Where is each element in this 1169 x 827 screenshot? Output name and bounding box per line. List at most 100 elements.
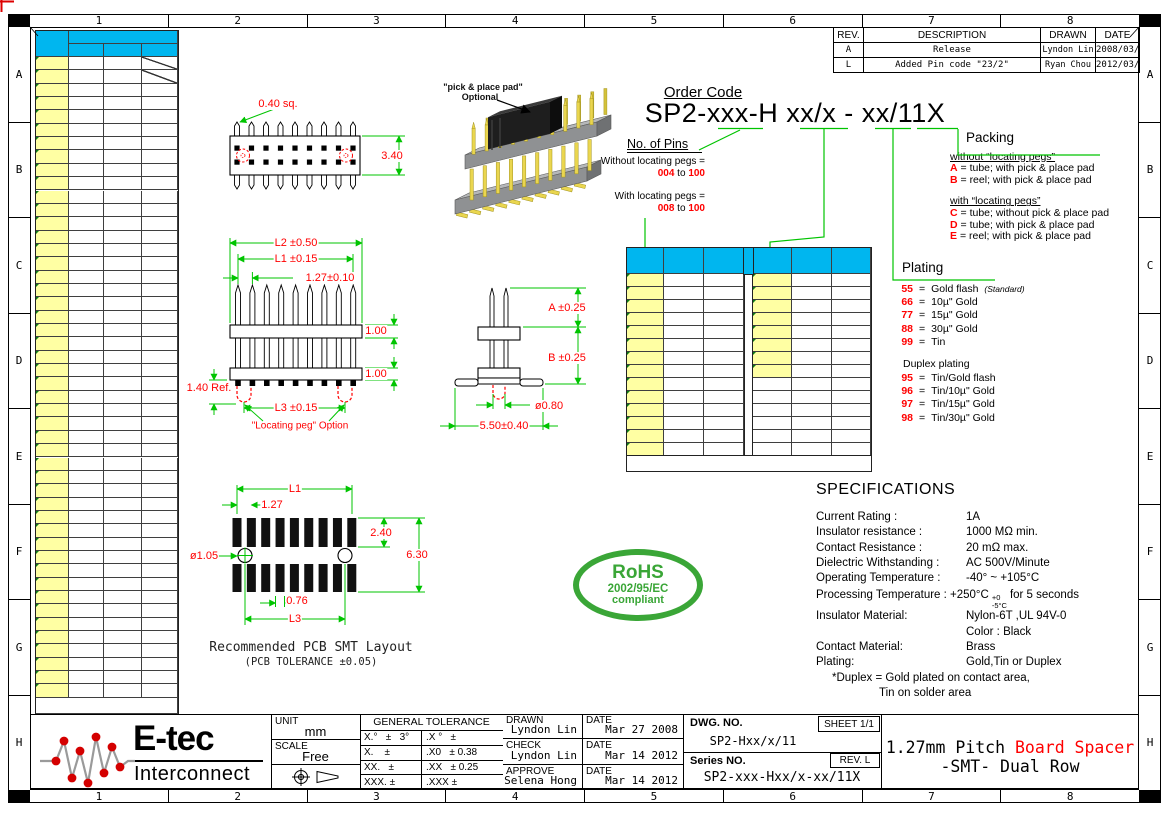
empty-cell xyxy=(792,404,832,417)
empty-cell xyxy=(142,417,178,431)
spec-row: Contact Resistance :20 mΩ max. xyxy=(816,541,1029,554)
empty-cell xyxy=(792,300,832,313)
grid-label: 6 xyxy=(724,14,863,27)
grid-label: B xyxy=(8,123,30,218)
empty-cell xyxy=(792,430,832,443)
logo-subtitle: Interconnect xyxy=(134,763,251,785)
empty-yellow-cell xyxy=(36,283,69,298)
empty-cell xyxy=(104,417,142,431)
empty-cell xyxy=(104,484,142,498)
rohs-line3: compliant xyxy=(612,594,664,607)
empty-cell xyxy=(142,270,178,284)
empty-cell xyxy=(832,313,871,326)
empty-yellow-cell xyxy=(36,350,69,365)
empty-yellow-cell xyxy=(36,83,69,98)
empty-cell xyxy=(104,684,142,698)
empty-yellow-cell xyxy=(36,257,69,271)
empty-cell xyxy=(104,470,142,485)
tolerance-row: XXX. ±.XXX ± xyxy=(360,775,503,789)
pcb-dim-total: 6.30 xyxy=(405,549,429,561)
rohs-line2: 2002/95/EC xyxy=(607,583,669,596)
spec-row: Current Rating :1A xyxy=(816,511,981,523)
empty-cell xyxy=(704,352,744,365)
empty-cell xyxy=(142,230,178,244)
pcb-pads-bottom xyxy=(232,564,357,592)
empty-cell xyxy=(104,390,142,405)
empty-cell xyxy=(69,671,104,685)
empty-yellow-cell xyxy=(36,390,69,405)
empty-cell xyxy=(142,137,178,151)
dim-l3: L3 ±0.15 xyxy=(273,402,319,414)
spec-row: Color : Black xyxy=(966,625,1032,638)
without-pegs-range: 004 to 100 xyxy=(657,168,705,179)
empty-cell xyxy=(69,510,104,525)
dim-peg-diameter: ø0.80 xyxy=(533,400,565,412)
empty-cell xyxy=(104,283,142,298)
grid-label: E xyxy=(8,409,30,505)
empty-cell xyxy=(104,524,142,538)
empty-cell xyxy=(104,577,142,591)
etec-logo-icon xyxy=(40,732,135,788)
plating-item: 66=10µ" Gold xyxy=(901,296,978,309)
empty-cell xyxy=(69,230,104,244)
empty-cell xyxy=(69,337,104,351)
empty-cell xyxy=(142,497,178,511)
empty-yellow-cell xyxy=(36,364,69,378)
grid-label: D xyxy=(1139,314,1161,409)
series-no-label: Series NO. xyxy=(690,755,746,767)
dim-a: A ±0.25 xyxy=(547,302,587,314)
dim-l2: L2 ±0.50 xyxy=(273,237,319,249)
third-angle-projection-icon xyxy=(292,768,339,786)
empty-yellow-cell xyxy=(36,577,69,591)
front-view-contacts xyxy=(235,380,356,386)
revision-date: 2012/03/14 xyxy=(1095,57,1140,73)
grid-label: C xyxy=(8,218,30,314)
spec-row: Plating:Gold,Tin or Duplex xyxy=(816,656,1062,669)
empty-cell xyxy=(664,378,704,391)
empty-cell xyxy=(69,257,104,271)
empty-cell xyxy=(832,287,871,300)
pcb-dim-pad-length: 2.40 xyxy=(369,527,393,539)
empty-cell xyxy=(142,524,178,538)
empty-yellow-cell xyxy=(36,510,69,525)
empty-cell xyxy=(664,326,704,339)
empty-cell xyxy=(69,364,104,378)
packing-item: B = reel; with pick & place pad xyxy=(950,173,1092,186)
order-table-gap-header xyxy=(743,247,754,275)
empty-cell xyxy=(69,564,104,578)
empty-yellow-cell xyxy=(36,497,69,511)
empty-cell xyxy=(753,404,792,417)
empty-cell xyxy=(69,123,104,138)
pcb-dim-pitch: 1.27 xyxy=(260,499,284,511)
empty-cell xyxy=(704,287,744,300)
empty-yellow-cell xyxy=(36,203,69,218)
empty-cell xyxy=(142,404,178,418)
empty-cell xyxy=(104,324,142,338)
duplex-note-line2: Tin on solder area xyxy=(879,686,972,699)
empty-cell xyxy=(142,631,178,645)
empty-cell xyxy=(69,297,104,311)
tolerance-row: X.° ± 3°.X ° ± xyxy=(360,731,503,746)
empty-cell xyxy=(142,150,178,164)
empty-yellow-cell xyxy=(36,230,69,244)
pcb-tolerance-caption: (PCB TOLERANCE ±0.05) xyxy=(244,656,378,668)
plating-legend: Plating 55=Gold flash(Standard)66=10µ" G… xyxy=(897,260,1047,425)
empty-cell xyxy=(142,470,178,485)
dim-l1: L1 ±0.15 xyxy=(273,253,319,265)
empty-cell xyxy=(704,274,744,287)
grid-label: 1 xyxy=(30,790,169,803)
empty-yellow-cell xyxy=(753,287,792,300)
table-header-cell xyxy=(832,248,871,274)
empty-cell xyxy=(704,313,744,326)
empty-cell xyxy=(104,350,142,365)
empty-yellow-cell xyxy=(36,217,69,231)
empty-cell xyxy=(104,631,142,645)
empty-yellow-cell xyxy=(627,339,664,352)
empty-cell xyxy=(104,203,142,218)
packing-title: Packing xyxy=(966,130,1015,145)
empty-cell xyxy=(792,287,832,300)
packing-legend: Packing without “locating pegs” A = tube… xyxy=(950,130,1138,243)
empty-cell xyxy=(753,378,792,391)
pcb-layout-drawing xyxy=(216,485,425,625)
